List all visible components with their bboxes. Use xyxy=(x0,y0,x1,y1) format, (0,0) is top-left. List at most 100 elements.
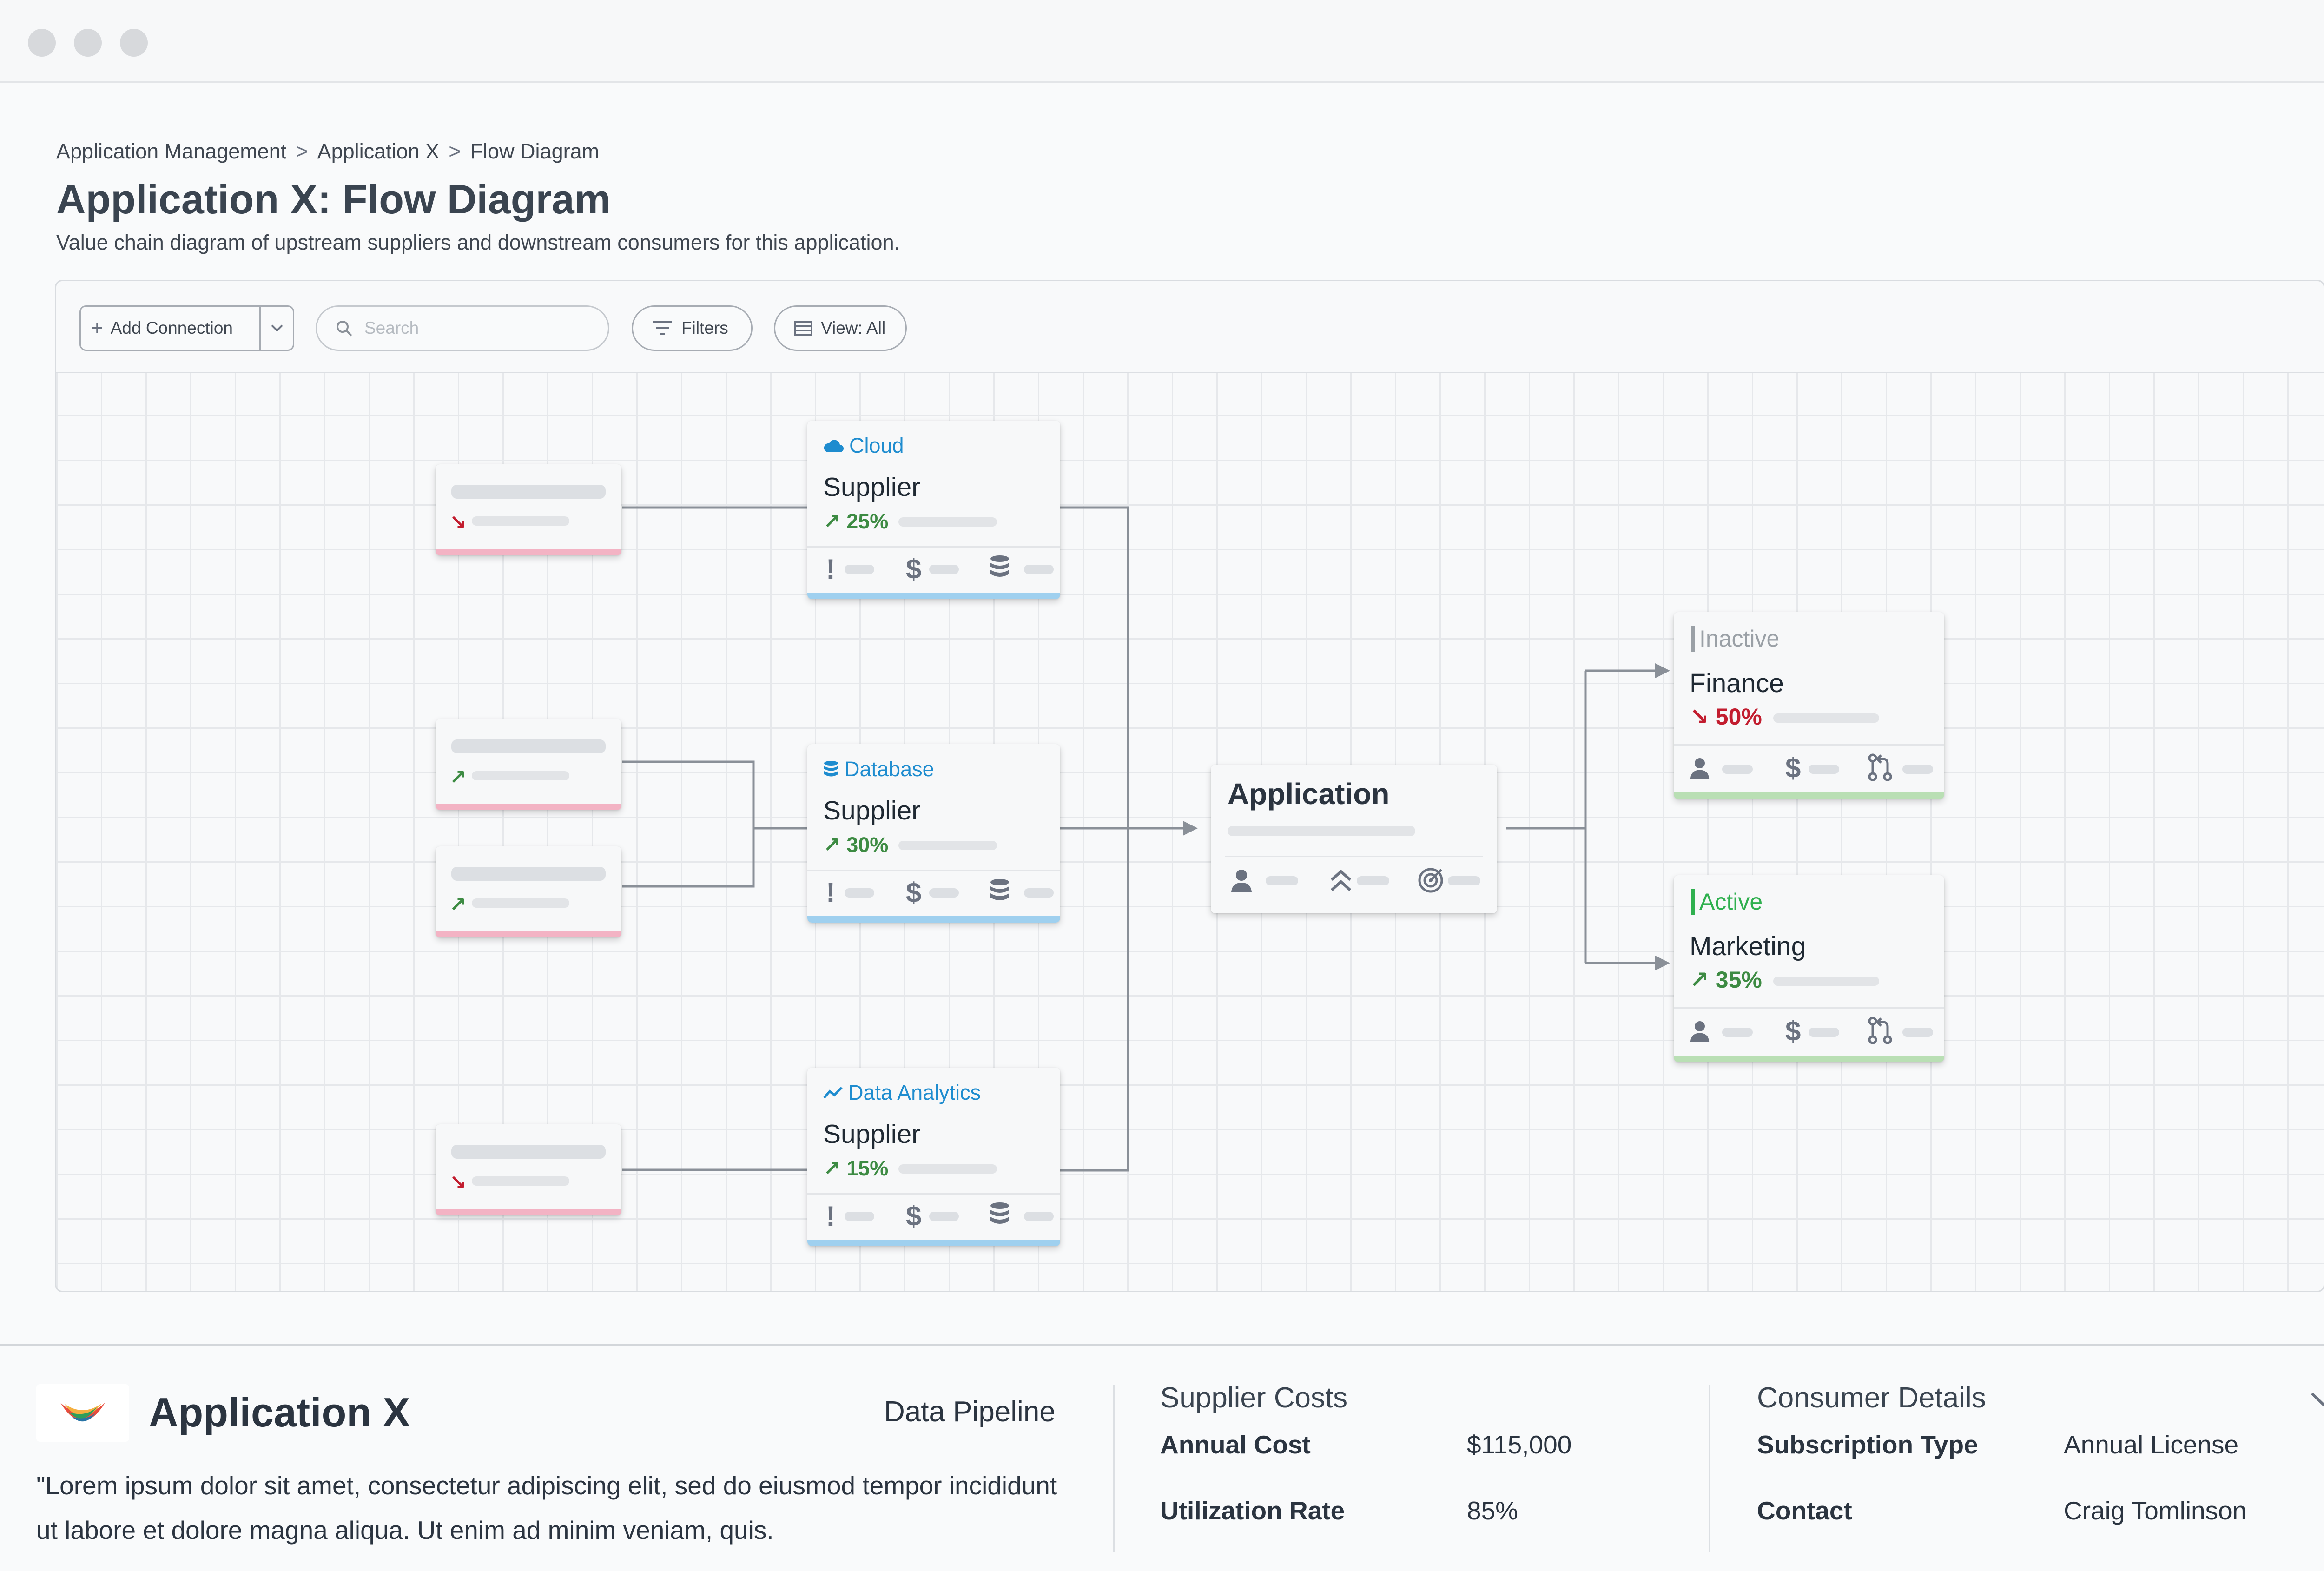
application-logo xyxy=(36,1384,129,1442)
application-card[interactable]: Application xyxy=(1211,765,1497,913)
supplier-category-label: Cloud xyxy=(849,434,904,457)
alert-icon: ! xyxy=(826,554,835,585)
consumer-status: Inactive xyxy=(1691,625,1779,652)
supplier-percent: ↗ 15% xyxy=(823,1156,889,1180)
add-connection-button[interactable]: + Add Connection xyxy=(79,305,294,351)
connection-lines xyxy=(622,506,1670,1172)
diagram-toolbar: + Add Connection Search Filters View: Al… xyxy=(56,281,2324,373)
supplier-card-data-analytics[interactable]: Data Analytics Supplier ↗ 15% ! $ xyxy=(807,1068,1060,1246)
consumer-stripe xyxy=(1674,1056,1944,1062)
application-name: Application X xyxy=(149,1389,410,1435)
contact-value: Craig Tomlinson xyxy=(2064,1496,2247,1525)
utilization-rate-value: 85% xyxy=(1467,1496,1519,1525)
user-icon xyxy=(1690,1021,1710,1042)
window-minimize-button[interactable] xyxy=(74,29,102,57)
page-title: Application X: Flow Diagram xyxy=(56,176,611,222)
supplier-card-cloud[interactable]: Cloud Supplier ↗ 25% ! $ xyxy=(807,421,1060,599)
upstream-stripe xyxy=(436,1209,621,1215)
utilization-rate-label: Utilization Rate xyxy=(1160,1496,1345,1525)
annual-cost-value: $115,000 xyxy=(1467,1430,1572,1459)
window-maximize-button[interactable] xyxy=(120,29,148,57)
page-description: Value chain diagram of upstream supplier… xyxy=(56,231,900,254)
supplier-costs-title: Supplier Costs xyxy=(1160,1382,1348,1414)
consumer-percent-value: 50% xyxy=(1715,704,1762,730)
contact-label: Contact xyxy=(1757,1496,1852,1525)
alert-icon: ! xyxy=(826,877,835,908)
upstream-stripe xyxy=(436,804,621,810)
supplier-stripe xyxy=(807,916,1060,923)
trend-up-icon: ↗ xyxy=(449,766,467,789)
annual-cost-label: Annual Cost xyxy=(1160,1430,1311,1459)
filters-label: Filters xyxy=(681,318,728,337)
view-all-button[interactable]: View: All xyxy=(774,305,907,351)
breadcrumb-separator: > xyxy=(449,139,461,163)
supplier-stripe xyxy=(807,593,1060,599)
breadcrumb-item-application-x[interactable]: Application X xyxy=(317,139,440,163)
upstream-stripe xyxy=(436,931,621,937)
supplier-percent: ↗ 25% xyxy=(823,509,889,533)
supplier-name: Supplier xyxy=(823,796,921,825)
trend-up-icon: ↗ xyxy=(449,893,467,916)
collapse-chevron-icon[interactable] xyxy=(2309,1390,2324,1410)
consumer-status-label: Inactive xyxy=(1699,626,1780,652)
supplier-category: Data Analytics xyxy=(823,1081,981,1105)
supplier-category: Database xyxy=(823,757,934,781)
user-icon xyxy=(1231,870,1252,892)
alert-icon: ! xyxy=(826,1201,835,1232)
supplier-card-database[interactable]: Database Supplier ↗ 30% ! $ xyxy=(807,744,1060,923)
search-input[interactable]: Search xyxy=(316,305,609,351)
consumer-card-finance[interactable]: Inactive Finance ↘ 50% $ xyxy=(1674,612,1944,799)
supplier-category-label: Database xyxy=(845,757,934,781)
application-card-title: Application xyxy=(1228,777,1390,811)
supplier-name: Supplier xyxy=(823,472,921,502)
app-logo-icon xyxy=(60,1403,105,1422)
consumer-percent: ↘ 50% xyxy=(1690,704,1762,730)
cloud-icon xyxy=(824,440,844,452)
window-close-button[interactable] xyxy=(28,29,56,57)
search-placeholder: Search xyxy=(364,318,419,337)
add-connection-dropdown[interactable] xyxy=(259,307,293,350)
supplier-percent-value: 15% xyxy=(846,1156,889,1180)
upstream-source-card[interactable]: ↗ xyxy=(436,846,621,937)
consumer-percent: ↗ 35% xyxy=(1690,967,1762,993)
chevron-down-icon xyxy=(271,324,283,332)
chevrons-up-icon xyxy=(1330,869,1352,891)
subscription-type-label: Subscription Type xyxy=(1757,1430,1978,1459)
breadcrumb-item-flow-diagram: Flow Diagram xyxy=(470,139,600,163)
filter-icon xyxy=(653,321,672,335)
supplier-category: Cloud xyxy=(823,434,904,458)
consumer-stripe xyxy=(1674,792,1944,799)
trend-down-icon: ↘ xyxy=(449,1171,467,1194)
upstream-source-card[interactable]: ↘ xyxy=(436,1124,621,1215)
upstream-source-card[interactable]: ↗ xyxy=(436,719,621,810)
consumer-card-marketing[interactable]: Active Marketing ↗ 35% $ xyxy=(1674,875,1944,1062)
dollar-icon: $ xyxy=(1785,1016,1801,1047)
window-titlebar xyxy=(0,0,2324,83)
supplier-percent-value: 25% xyxy=(846,509,889,533)
database-icon xyxy=(990,1202,1009,1224)
breadcrumb-item-application-management[interactable]: Application Management xyxy=(56,139,287,163)
list-view-icon xyxy=(794,321,812,336)
database-icon xyxy=(824,761,838,777)
user-icon xyxy=(1690,758,1710,779)
status-indicator xyxy=(1691,889,1695,915)
consumer-details-title: Consumer Details xyxy=(1757,1382,1986,1414)
trend-line-icon xyxy=(823,1087,843,1099)
consumer-status-label: Active xyxy=(1699,889,1763,915)
section-divider xyxy=(1113,1385,1115,1552)
supplier-name: Supplier xyxy=(823,1119,921,1149)
flow-diagram-canvas[interactable]: + Add Connection Search Filters View: Al… xyxy=(55,280,2324,1292)
filters-button[interactable]: Filters xyxy=(632,305,753,351)
consumer-name: Marketing xyxy=(1690,931,1806,961)
dollar-icon: $ xyxy=(906,554,922,585)
supplier-percent: ↗ 30% xyxy=(823,833,889,857)
database-icon xyxy=(990,879,1009,900)
view-label: View: All xyxy=(821,318,886,337)
supplier-stripe xyxy=(807,1240,1060,1246)
add-connection-label: Add Connection xyxy=(110,318,233,337)
application-description: "Lorem ipsum dolor sit amet, consectetur… xyxy=(36,1471,1057,1545)
dollar-icon: $ xyxy=(1785,752,1801,784)
upstream-source-card[interactable]: ↘ xyxy=(436,464,621,555)
git-pull-request-icon xyxy=(1868,753,1892,781)
breadcrumb-separator: > xyxy=(296,139,308,163)
